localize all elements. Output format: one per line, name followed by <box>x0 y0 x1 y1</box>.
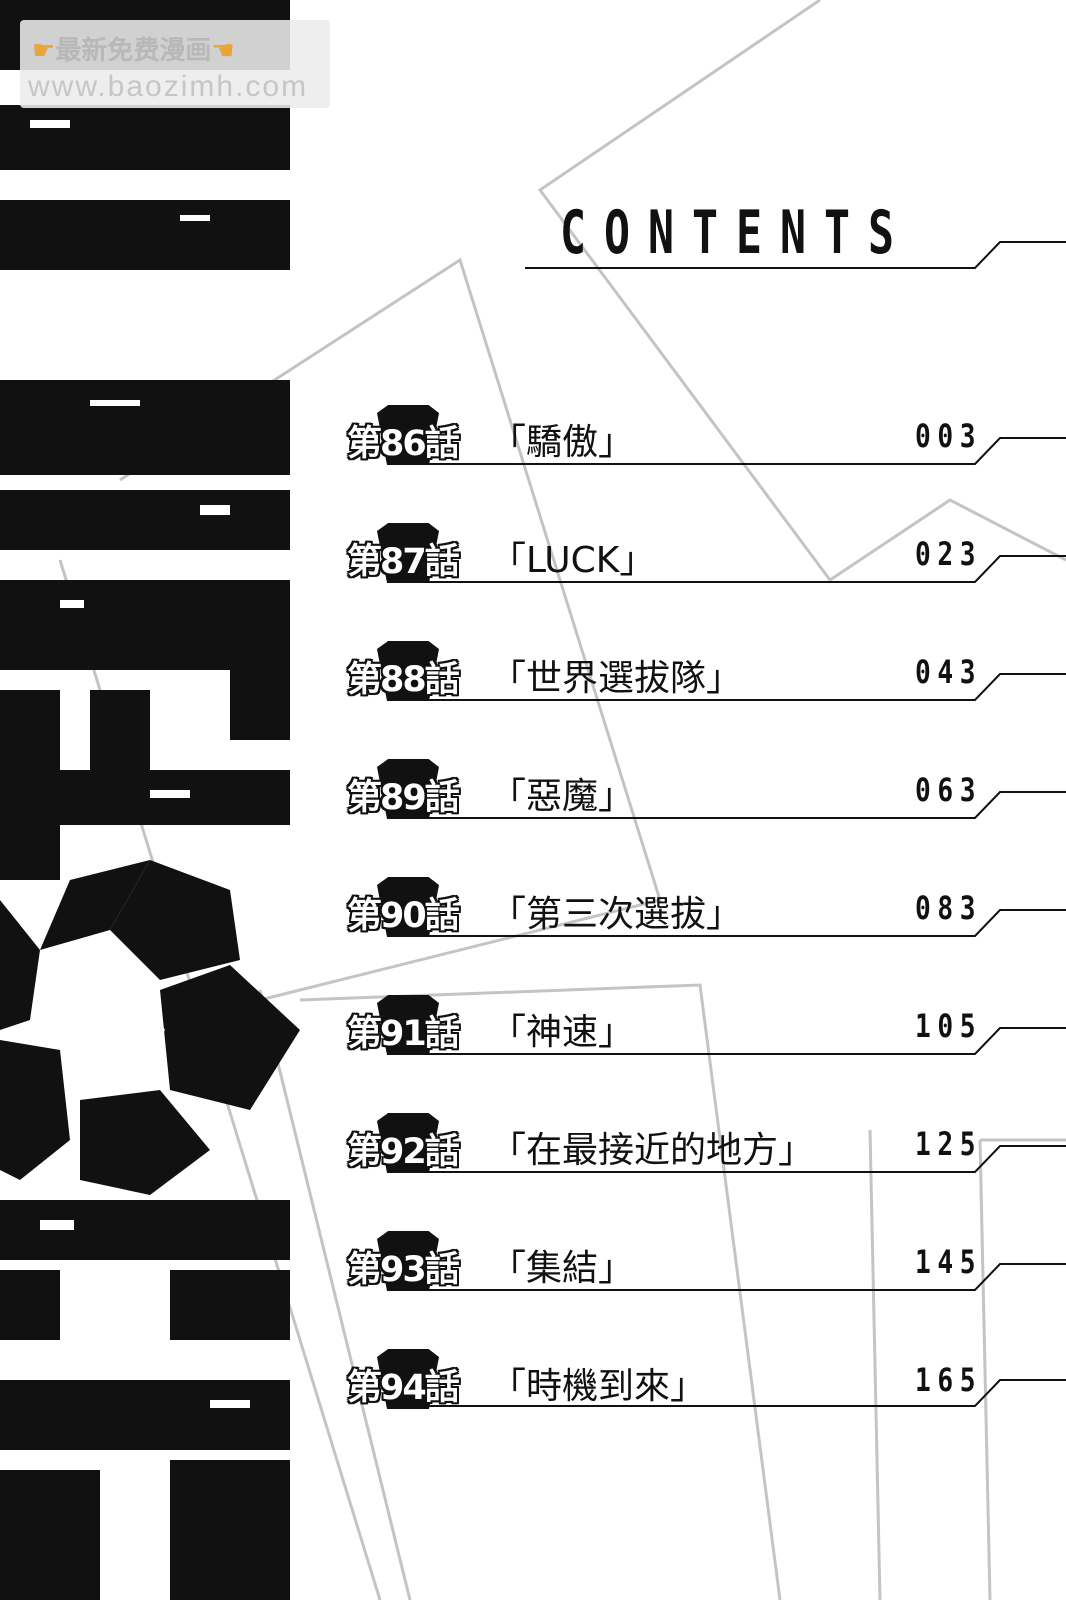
watermark-url: www.baozimh.com <box>28 70 309 103</box>
pentagon-badge-icon <box>377 405 439 465</box>
page-number: 083 <box>915 889 983 927</box>
pentagon-badge-icon <box>377 759 439 819</box>
header-underline <box>525 241 1066 269</box>
chapter-row[interactable]: 第93話「集結」 145 <box>0 1231 1066 1291</box>
episode-badge: 第86話 <box>347 405 477 465</box>
page-number: 165 <box>915 1361 983 1399</box>
chapter-row[interactable]: 第91話「神速」 105 <box>0 995 1066 1055</box>
chapter-title: 「世界選拔隊」 <box>490 658 743 699</box>
chapter-row[interactable]: 第87話「LUCK」 023 <box>0 523 1066 583</box>
episode-number: 第88話 <box>347 660 460 700</box>
watermark-heading: ☛最新免费漫画☚ <box>32 30 235 67</box>
episode-number: 第92話 <box>347 1132 460 1172</box>
episode-badge: 第88話 <box>347 641 477 701</box>
chapter-title: 「在最接近的地方」 <box>490 1130 815 1171</box>
chapter-title: 「驕傲」 <box>490 422 635 463</box>
chapter-row[interactable]: 第88話「世界選拔隊」 043 <box>0 641 1066 701</box>
pentagon-badge-icon <box>377 523 439 583</box>
chapter-row[interactable]: 第94話「時機到來」 165 <box>0 1349 1066 1409</box>
pentagon-badge-icon <box>377 995 439 1055</box>
chapter-rules <box>420 437 1066 1407</box>
pointing-hand-icon: ☚ <box>211 36 235 66</box>
page-number: 023 <box>915 535 983 573</box>
pentagon-badge-icon <box>377 1349 439 1409</box>
episode-badge: 第91話 <box>347 995 477 1055</box>
chapter-title: 「神速」 <box>490 1012 635 1053</box>
episode-badge: 第94話 <box>347 1349 477 1409</box>
episode-badge: 第92話 <box>347 1113 477 1173</box>
episode-number: 第89話 <box>347 778 460 818</box>
chapter-row[interactable]: 第89話「惡魔」 063 <box>0 759 1066 819</box>
page-number: 003 <box>915 417 983 455</box>
contents-heading: CONTENTS <box>560 198 913 268</box>
watermark-label: 最新免费漫画 <box>55 36 212 66</box>
episode-badge: 第87話 <box>347 523 477 583</box>
chapter-title: 「第三次選拔」 <box>490 894 743 935</box>
site-watermark: ☛最新免费漫画☚ www.baozimh.com <box>20 20 330 108</box>
pentagon-badge-icon <box>377 877 439 937</box>
episode-number: 第93話 <box>347 1250 460 1290</box>
soccer-ball-art <box>0 860 300 1195</box>
episode-number: 第91話 <box>347 1014 460 1054</box>
episode-number: 第86話 <box>347 424 460 464</box>
page-number: 105 <box>915 1007 983 1045</box>
chapter-title: 「時機到來」 <box>490 1366 707 1407</box>
chapter-title: 「集結」 <box>490 1248 635 1289</box>
page-number: 043 <box>915 653 983 691</box>
pentagon-badge-icon <box>377 641 439 701</box>
chapter-title: 「LUCK」 <box>490 540 656 581</box>
page-number: 125 <box>915 1125 983 1163</box>
title-lettering-art <box>0 0 290 1600</box>
episode-badge: 第90話 <box>347 877 477 937</box>
chapter-title: 「惡魔」 <box>490 776 635 817</box>
chapter-row[interactable]: 第86話「驕傲」 003 <box>0 405 1066 465</box>
pentagon-badge-icon <box>377 1113 439 1173</box>
chapter-row[interactable]: 第92話「在最接近的地方」 125 <box>0 1113 1066 1173</box>
page-number: 063 <box>915 771 983 809</box>
episode-badge: 第89話 <box>347 759 477 819</box>
episode-number: 第90話 <box>347 896 460 936</box>
pentagon-badge-icon <box>377 1231 439 1291</box>
episode-badge: 第93話 <box>347 1231 477 1291</box>
page-number: 145 <box>915 1243 983 1281</box>
episode-number: 第87話 <box>347 542 460 582</box>
chapter-row[interactable]: 第90話「第三次選拔」 083 <box>0 877 1066 937</box>
pointing-hand-icon: ☛ <box>32 36 56 66</box>
episode-number: 第94話 <box>347 1368 460 1408</box>
